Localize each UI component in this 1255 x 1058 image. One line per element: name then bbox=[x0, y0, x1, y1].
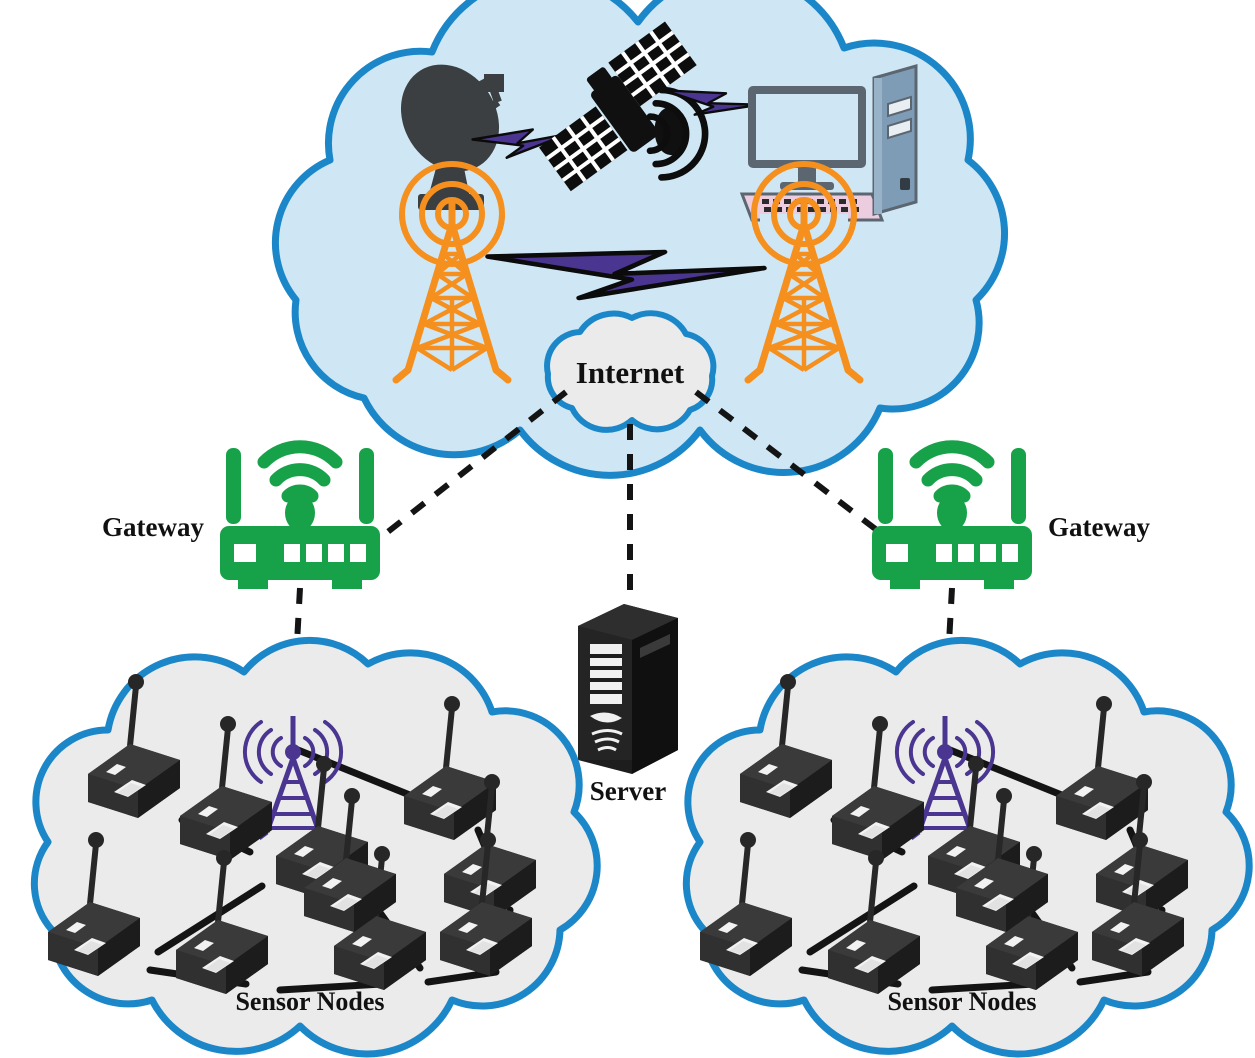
cloud-internet: Internet bbox=[544, 310, 717, 433]
server-icon[interactable] bbox=[576, 602, 680, 776]
sensor-nodes-left-label: Sensor Nodes bbox=[235, 987, 384, 1016]
gateway-right-label: Gateway bbox=[1048, 512, 1150, 542]
server-node[interactable]: Server bbox=[576, 602, 680, 806]
gateway-router-left[interactable]: Gateway bbox=[102, 447, 380, 589]
gateway-left-label: Gateway bbox=[102, 512, 204, 542]
server-label: Server bbox=[590, 776, 666, 806]
gateway-router-right[interactable]: Gateway bbox=[872, 447, 1150, 589]
internet-label: Internet bbox=[576, 355, 685, 390]
dashed-link-internet-to-gateway-left bbox=[350, 389, 568, 563]
sensor-nodes-right-label: Sensor Nodes bbox=[887, 987, 1036, 1016]
